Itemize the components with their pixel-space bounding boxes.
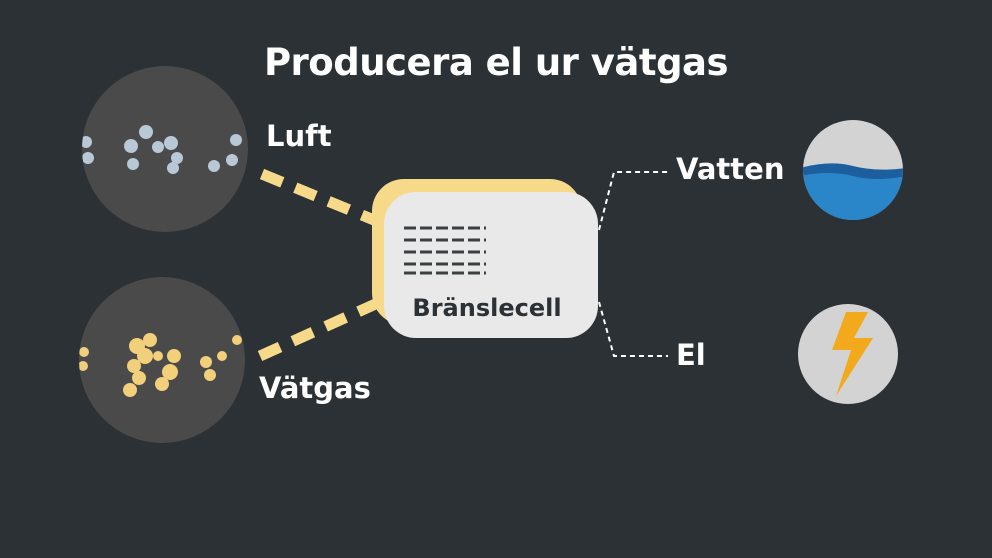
hydrogen-label: Vätgas	[259, 371, 371, 405]
electricity-circle	[798, 304, 898, 404]
air-molecules-icon	[82, 125, 242, 174]
water-connector-line	[598, 171, 668, 231]
electricity-connector-line	[598, 301, 668, 357]
air-connector-line	[259, 168, 377, 226]
water-label: Vatten	[676, 152, 785, 186]
electricity-label: El	[676, 338, 706, 372]
air-circle	[82, 66, 248, 232]
input-connectors	[257, 168, 383, 362]
air-label: Luft	[266, 119, 332, 153]
page-title: Producera el ur vätgas	[263, 41, 729, 84]
fuel-cell-label: Bränslecell	[412, 294, 562, 322]
lightning-bolt-icon	[832, 312, 873, 396]
water-icon	[803, 120, 903, 220]
fuel-cell-grid-icon	[404, 226, 486, 275]
hydrogen-connector-line	[257, 296, 383, 362]
fuel-cell-icon	[372, 179, 598, 338]
hydrogen-circle	[79, 277, 245, 443]
hydrogen-molecules-icon	[79, 333, 242, 397]
output-connectors	[598, 171, 668, 357]
